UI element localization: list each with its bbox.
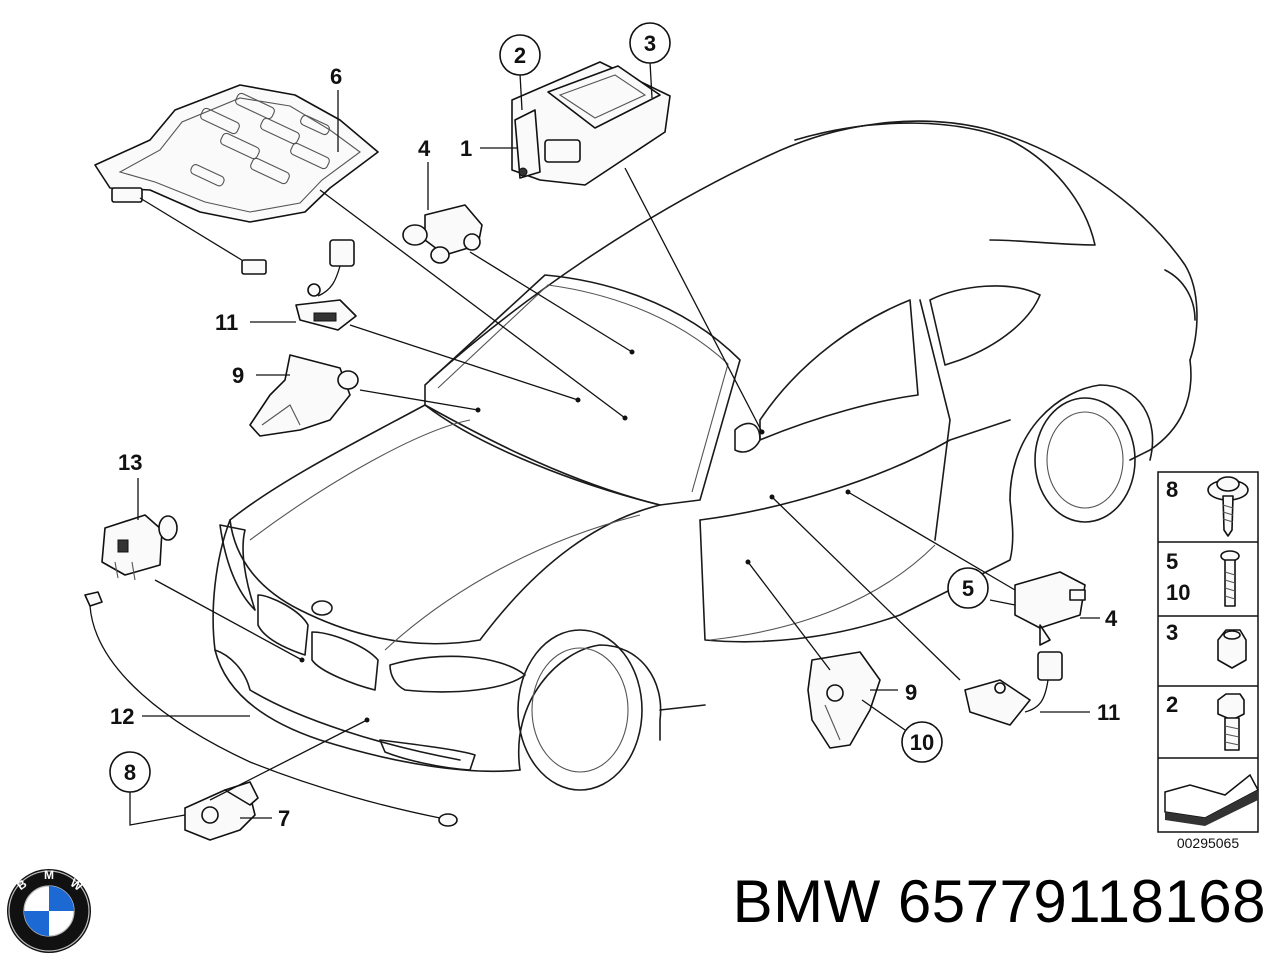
legend-row2-label-a: 5 <box>1166 549 1178 574</box>
bmw-logo: B M W <box>7 868 91 953</box>
callout-2-circle <box>499 34 541 76</box>
arrow-symbol-icon <box>1164 773 1260 826</box>
callout-7: 7 <box>278 806 290 831</box>
legend-row3-label: 3 <box>1166 620 1178 645</box>
legend-row2-label-b: 10 <box>1166 580 1190 605</box>
logo-letter-m: M <box>44 868 54 882</box>
sensor-part-5 <box>1014 571 1086 646</box>
callout-9-left: 9 <box>232 363 244 388</box>
leader-lines <box>154 167 1016 801</box>
callout-6: 6 <box>330 64 342 89</box>
sensor-part-7 <box>184 781 259 841</box>
callout-4-right: 4 <box>1105 606 1118 631</box>
callout-11-right: 11 <box>1097 700 1120 725</box>
sensor-part-11-left <box>295 239 357 331</box>
sensor-part-9-left <box>249 354 359 437</box>
callout-5: 5 <box>962 576 974 601</box>
callout-3-circle <box>629 22 671 64</box>
cable-part-12 <box>84 591 458 827</box>
target-dots <box>299 349 851 723</box>
callouts: 1 2 3 4 6 11 9 13 12 8 7 5 4 9 10 11 <box>109 22 1120 831</box>
callout-3: 3 <box>644 31 656 56</box>
callout-4-top: 4 <box>418 136 431 161</box>
sensor-part-4 <box>402 204 483 264</box>
drawing-number: 00295065 <box>1177 835 1240 851</box>
sensor-part-11-right <box>964 651 1063 726</box>
callout-1: 1 <box>460 136 472 161</box>
part-number-caption: BMW 65779118168 <box>733 872 1266 932</box>
callout-12: 12 <box>110 704 134 729</box>
legend-row4-label: 2 <box>1166 692 1178 717</box>
callout-2: 2 <box>514 43 526 68</box>
seat-occupancy-mat <box>94 84 379 275</box>
sensor-part-9-right <box>807 651 881 749</box>
part-number: 65779118168 <box>897 868 1266 935</box>
sensor-part-13 <box>101 514 178 581</box>
callout-13: 13 <box>118 450 142 475</box>
callout-8-circle <box>109 751 151 793</box>
callout-10: 10 <box>910 730 934 755</box>
nut-icon <box>1217 629 1247 669</box>
callout-11-left: 11 <box>215 310 238 335</box>
airbag-control-unit <box>511 61 671 186</box>
callout-9-right: 9 <box>905 680 917 705</box>
brand-name: BMW <box>732 868 881 935</box>
callout-10-circle <box>901 721 943 763</box>
washer-screw-icon <box>1207 476 1249 537</box>
callout-leaders <box>129 61 1100 826</box>
car-outline <box>212 120 1198 791</box>
callout-8: 8 <box>124 760 136 785</box>
fastener-legend: 8 5 10 3 2 <box>1157 471 1260 851</box>
hex-bolt-icon <box>1217 693 1245 751</box>
legend-row1-label: 8 <box>1166 477 1178 502</box>
callout-5-circle <box>947 567 989 609</box>
bolt-icon <box>1220 550 1240 607</box>
